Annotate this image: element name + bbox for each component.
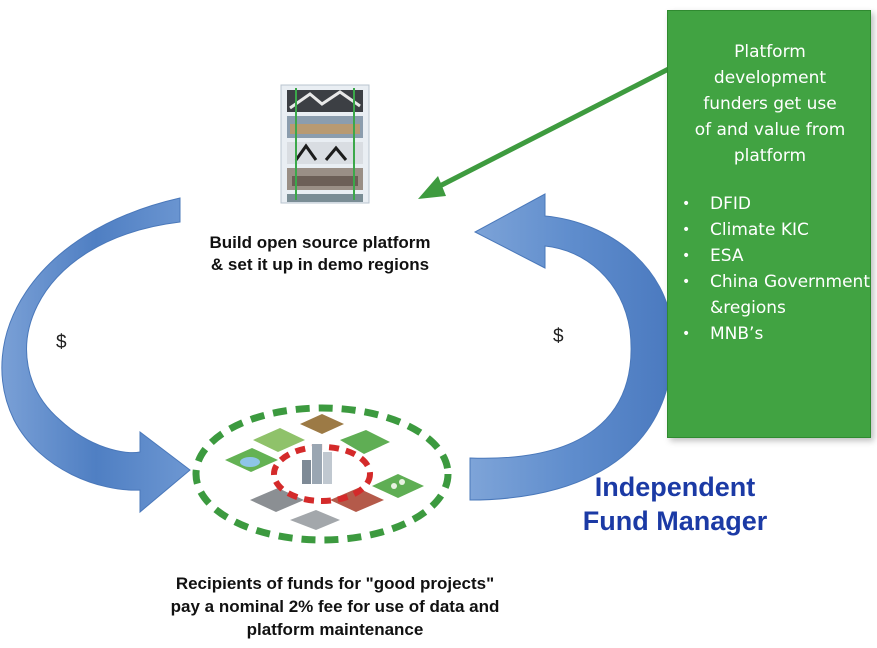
recipients-caption: Recipients of funds for "good projects" … (95, 572, 575, 641)
funders-box: Platform development funders get use of … (667, 10, 871, 438)
dollar-right-label: $ (553, 326, 564, 347)
funder-item: Climate KIC (676, 217, 870, 243)
funder-item: MNB’s (676, 321, 870, 347)
funders-intro-line: Platform (734, 42, 806, 62)
funders-intro: Platform development funders get use of … (678, 39, 862, 169)
left-flow-arrow (1, 197, 191, 514)
funders-list: DFID Climate KIC ESA China Government &r… (668, 191, 870, 347)
recipients-caption-line: Recipients of funds for "good projects" (175, 574, 495, 593)
city-tiles-cluster-icon (192, 404, 452, 544)
funder-item: DFID (676, 191, 870, 217)
fund-manager-line: Independent (594, 472, 756, 502)
platform-caption-line: Build open source platform (209, 233, 431, 252)
recipients-caption-line: platform maintenance (246, 620, 424, 639)
layered-platform-stack-icon (280, 84, 370, 204)
dollar-left-label: $ (56, 332, 67, 353)
funders-intro-line: platform (733, 146, 807, 166)
recipients-caption-line: pay a nominal 2% fee for use of data and (170, 597, 500, 616)
funders-intro-line: of and value from (694, 120, 846, 140)
funder-item: China Government &regions (676, 269, 870, 321)
funders-pointer-arrow (418, 55, 692, 199)
platform-caption: Build open source platform & set it up i… (150, 232, 490, 276)
platform-caption-line: & set it up in demo regions (210, 255, 430, 274)
fund-manager-line: Fund Manager (582, 506, 768, 536)
funders-intro-line: development (713, 68, 827, 88)
fund-manager-label: Independent Fund Manager (560, 470, 790, 538)
funder-item: ESA (676, 243, 870, 269)
right-flow-arrow (469, 193, 674, 501)
funders-intro-line: funders get use (703, 94, 837, 114)
